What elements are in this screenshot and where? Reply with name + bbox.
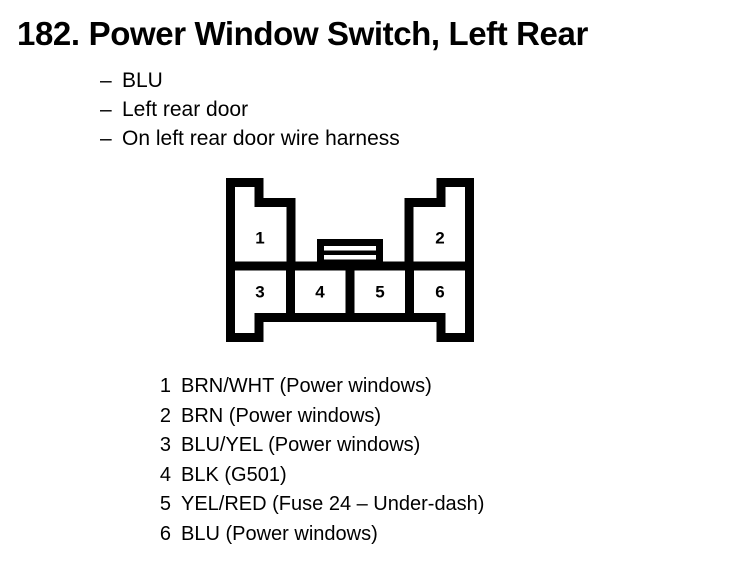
list-item: –On left rear door wire harness	[100, 124, 400, 153]
pin-number-6: 6	[435, 282, 444, 301]
pin-number-2: 2	[435, 228, 444, 247]
legend-pin-text: BLU/YEL (Power windows)	[181, 434, 421, 456]
legend-pin-number: 5	[159, 493, 171, 515]
legend-row: 2 BRN (Power windows)	[155, 402, 484, 432]
legend-row: 1 BRN/WHT (Power windows)	[155, 372, 484, 402]
legend-pin-number: 4	[159, 463, 171, 486]
legend-row: 3 BLU/YEL (Power windows)	[155, 431, 484, 461]
latch-tab	[317, 239, 383, 266]
pin-number-5: 5	[375, 282, 384, 301]
title-text: Power Window Switch, Left Rear	[88, 15, 589, 52]
legend-pin-text: BRN/WHT (Power windows)	[181, 375, 432, 397]
dash-marker: –	[100, 69, 112, 92]
legend-pin-text: BLU (Power windows)	[181, 522, 378, 545]
legend-pin-text: YEL/RED (Fuse 24 – Under-dash)	[181, 493, 485, 515]
legend-row: 4 BLK (G501)	[155, 461, 484, 491]
list-item-label: On left rear door wire harness	[122, 127, 400, 150]
list-item-label: BLU	[122, 69, 163, 92]
attribute-list: –BLU –Left rear door –On left rear door …	[100, 66, 400, 153]
dash-marker: –	[100, 98, 112, 121]
pin-number-1: 1	[255, 228, 264, 247]
list-item-label: Left rear door	[122, 98, 249, 121]
legend-pin-number: 1	[159, 375, 171, 397]
connector-diagram: 1 2 3 4 5 6	[220, 176, 480, 344]
dash-marker: –	[100, 127, 112, 150]
list-item: –BLU	[100, 66, 400, 95]
connector-outline	[226, 178, 474, 342]
legend-pin-number: 3	[159, 434, 171, 456]
list-item: –Left rear door	[100, 95, 400, 124]
pin-legend: 1 BRN/WHT (Power windows) 2 BRN (Power win…	[155, 372, 485, 550]
page-title: 182.Power Window Switch, Left Rear	[17, 14, 588, 54]
legend-pin-number: 2	[159, 404, 171, 427]
pin-number-4: 4	[315, 282, 325, 301]
legend-pin-number: 6	[159, 522, 171, 545]
connector-svg: 1 2 3 4 5 6	[226, 178, 474, 342]
legend-pin-text: BLK (G501)	[181, 463, 287, 486]
legend-row: 5 YEL/RED (Fuse 24 – Under-dash)	[155, 490, 485, 520]
entry-number: 182.	[17, 15, 80, 52]
legend-pin-text: BRN (Power windows)	[181, 404, 382, 427]
pin-number-3: 3	[255, 282, 264, 301]
legend-row: 6 BLU (Power windows)	[155, 520, 484, 550]
